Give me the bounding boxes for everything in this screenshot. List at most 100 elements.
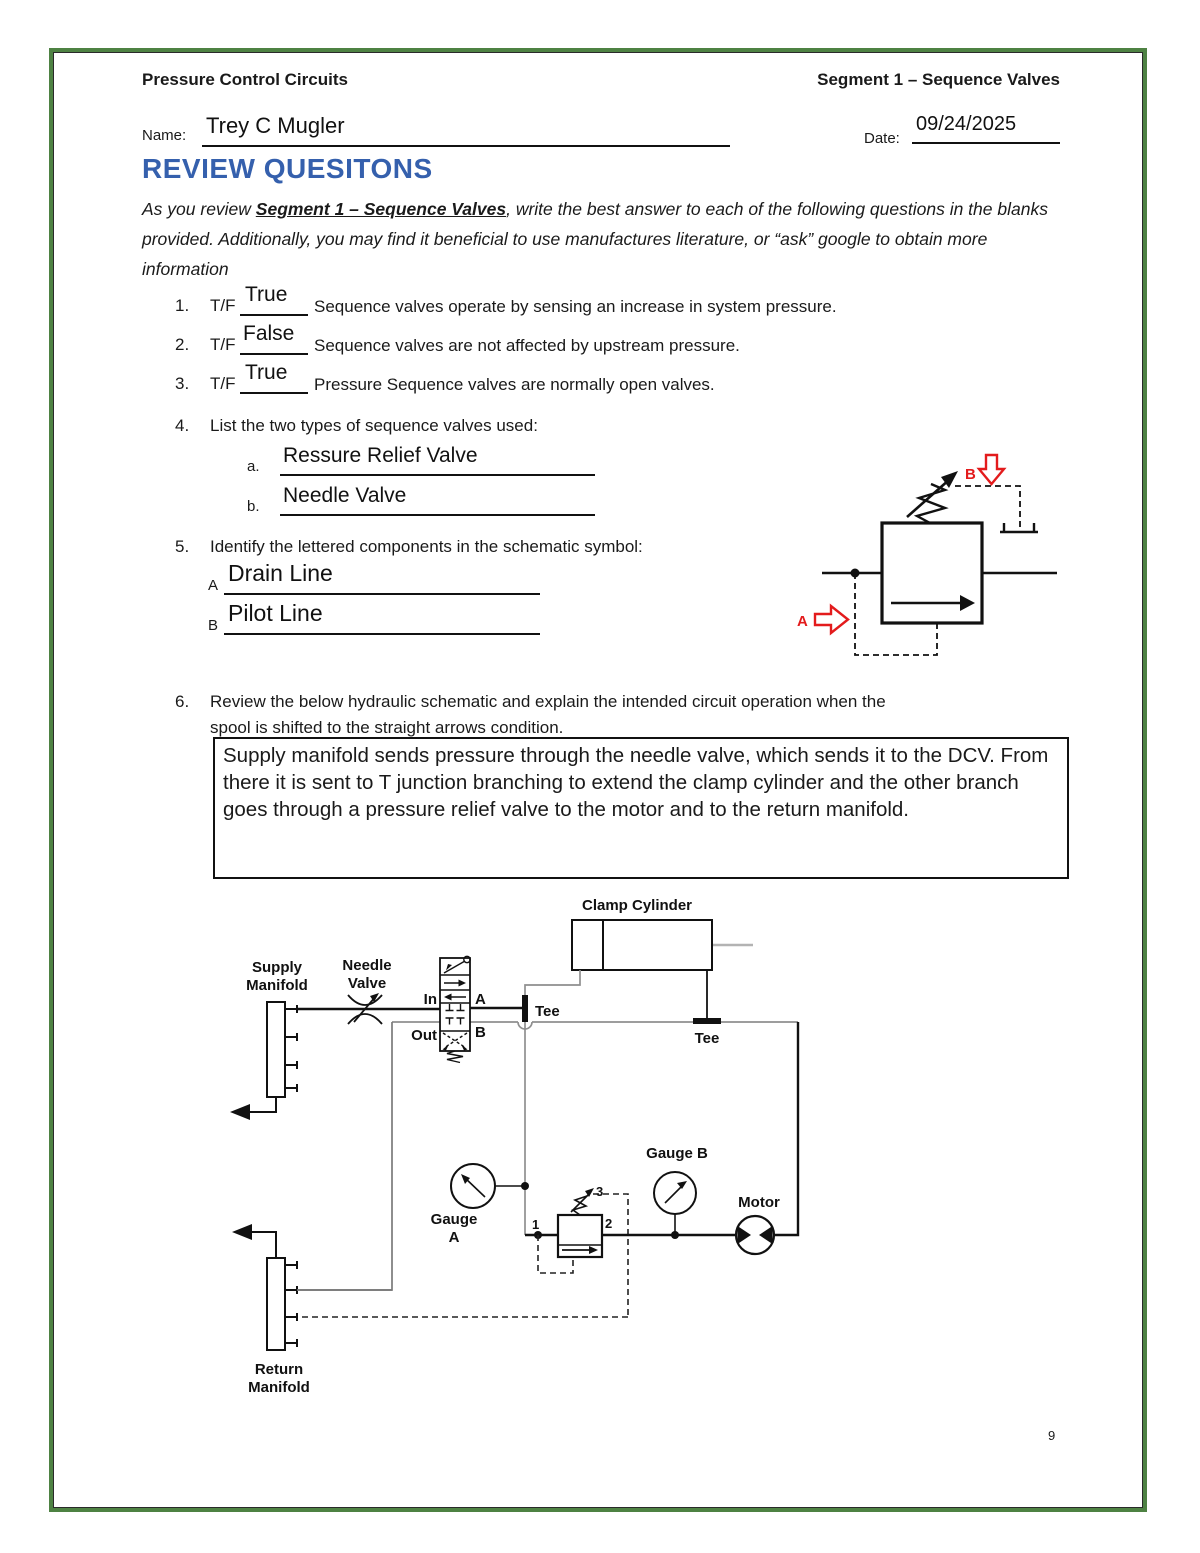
red-arrow-b-icon xyxy=(976,453,1007,486)
return-manifold-label-1: Return xyxy=(255,1361,303,1378)
intro-bold-segment: Segment 1 – Sequence Valves xyxy=(255,199,507,219)
gauge-b-label: Gauge B xyxy=(646,1145,708,1162)
q4b-answer-blank[interactable] xyxy=(280,514,595,516)
q4a-label: a. xyxy=(247,458,260,475)
q2-answer[interactable]: False xyxy=(243,322,295,345)
q4a-answer[interactable]: Ressure Relief Valve xyxy=(283,444,478,467)
q1-answer[interactable]: True xyxy=(245,283,288,306)
gauge-b-symbol xyxy=(653,1171,697,1235)
line-hop xyxy=(517,1021,533,1030)
q3-number: 3. xyxy=(175,374,190,393)
tee-2-label: Tee xyxy=(695,1030,720,1047)
needle-valve-label-1: Needle xyxy=(342,957,391,974)
red-arrow-a-icon xyxy=(813,603,850,636)
drain-symbol xyxy=(1000,523,1038,534)
section-title: REVIEW QUESITONS xyxy=(142,153,433,184)
intro-paragraph: As you review Segment 1 – Sequence Valve… xyxy=(142,194,1074,284)
needle-valve-label-2: Valve xyxy=(348,975,386,992)
date-label: Date: xyxy=(864,130,900,147)
q1-tf-label: T/F xyxy=(210,296,236,315)
q5b-label: B xyxy=(208,617,219,634)
page-number: 9 xyxy=(1048,1428,1056,1443)
return-manifold-label-2: Manifold xyxy=(248,1379,310,1396)
header-segment-title: Segment 1 – Sequence Valves xyxy=(817,70,1060,89)
q6-answer-box[interactable]: Supply manifold sends pressure through t… xyxy=(213,737,1069,879)
q4a-answer-blank[interactable] xyxy=(280,474,595,476)
name-label: Name: xyxy=(142,127,187,144)
q3-tf-label: T/F xyxy=(210,374,236,393)
q4b-label: b. xyxy=(247,498,260,515)
q1-text: Sequence valves operate by sensing an in… xyxy=(314,297,837,316)
tee-1-label: Tee xyxy=(535,1003,560,1020)
pilot-dashed-line xyxy=(854,573,938,656)
gauge-a-symbol xyxy=(450,1163,525,1209)
out-to-return-line xyxy=(297,1022,393,1291)
q6-text-line1: Review the below hydraulic schematic and… xyxy=(210,692,886,711)
q4-text: List the two types of sequence valves us… xyxy=(210,416,538,435)
dashed-pilot-lines xyxy=(297,1193,629,1318)
date-value[interactable]: 09/24/2025 xyxy=(916,113,1017,135)
drain-dashed-line xyxy=(955,485,1021,529)
q4-number: 4. xyxy=(175,416,190,435)
return-arrow-icon xyxy=(232,1224,252,1240)
q5b-answer-blank[interactable] xyxy=(224,633,540,635)
gauge-a-label-2: A xyxy=(449,1229,460,1246)
q5a-answer[interactable]: Drain Line xyxy=(228,560,333,586)
q5a-label: A xyxy=(208,577,219,594)
motor-symbol xyxy=(734,1214,776,1256)
motor-return-line xyxy=(774,1022,800,1237)
q5b-answer[interactable]: Pilot Line xyxy=(228,600,323,626)
q3-answer[interactable]: True xyxy=(245,361,288,384)
motor-label: Motor xyxy=(738,1194,780,1211)
gauge-a-label-1: Gauge xyxy=(431,1211,478,1228)
q6-number: 6. xyxy=(175,692,190,711)
dcv-in-label: In xyxy=(424,991,437,1008)
supply-arrow-icon xyxy=(230,1104,250,1120)
port-2-label: 2 xyxy=(605,1216,612,1231)
needle-valve-symbol xyxy=(347,994,383,1025)
label-a: A xyxy=(797,613,808,630)
q3-text: Pressure Sequence valves are normally op… xyxy=(314,375,715,394)
q1-answer-blank[interactable] xyxy=(240,314,308,316)
q2-text: Sequence valves are not affected by upst… xyxy=(314,336,740,355)
q3-answer-blank[interactable] xyxy=(240,392,308,394)
lever-icon xyxy=(443,960,466,974)
intro-post: , write the best answer to each of the f… xyxy=(142,199,1048,280)
name-underline xyxy=(202,145,730,147)
supply-manifold-label-1: Supply xyxy=(252,959,303,976)
valve-body xyxy=(880,521,984,625)
q4b-answer[interactable]: Needle Valve xyxy=(283,484,407,507)
q2-tf-label: T/F xyxy=(210,335,236,354)
q6-text-line2: spool is shifted to the straight arrows … xyxy=(210,718,564,737)
dcv-symbol xyxy=(439,955,471,1064)
port-1-label: 1 xyxy=(532,1217,539,1232)
spring-symbol xyxy=(913,482,949,525)
supply-manifold-symbol xyxy=(250,1001,298,1113)
intro-pre: As you review xyxy=(142,199,256,219)
sequence-valve-symbol: B A xyxy=(797,453,1057,656)
hydraulic-circuit-schematic: Clamp Cylinder Tee Tee Supply xyxy=(230,897,800,1396)
page-border xyxy=(49,48,1147,1512)
spring-icon xyxy=(446,1050,464,1064)
spring-icon xyxy=(571,1195,589,1216)
tee-1-symbol xyxy=(522,995,528,1022)
cylinder-lines xyxy=(392,970,798,1235)
name-value[interactable]: Trey C Mugler xyxy=(206,113,345,138)
clamp-cylinder-symbol xyxy=(571,919,753,971)
label-b: B xyxy=(965,466,976,483)
clamp-cylinder-label: Clamp Cylinder xyxy=(582,897,692,914)
date-underline xyxy=(912,142,1060,144)
return-manifold-symbol xyxy=(252,1231,298,1351)
q5-text: Identify the lettered components in the … xyxy=(210,537,643,556)
header-course-title: Pressure Control Circuits xyxy=(142,70,348,89)
junction-dot xyxy=(850,568,860,578)
dcv-b-label: B xyxy=(475,1024,486,1041)
supply-manifold-label-2: Manifold xyxy=(246,977,308,994)
q2-answer-blank[interactable] xyxy=(240,353,308,355)
q2-number: 2. xyxy=(175,335,190,354)
q5a-answer-blank[interactable] xyxy=(224,593,540,595)
port-3-label: 3 xyxy=(596,1184,603,1199)
q5-number: 5. xyxy=(175,537,190,556)
q1-number: 1. xyxy=(175,296,190,315)
